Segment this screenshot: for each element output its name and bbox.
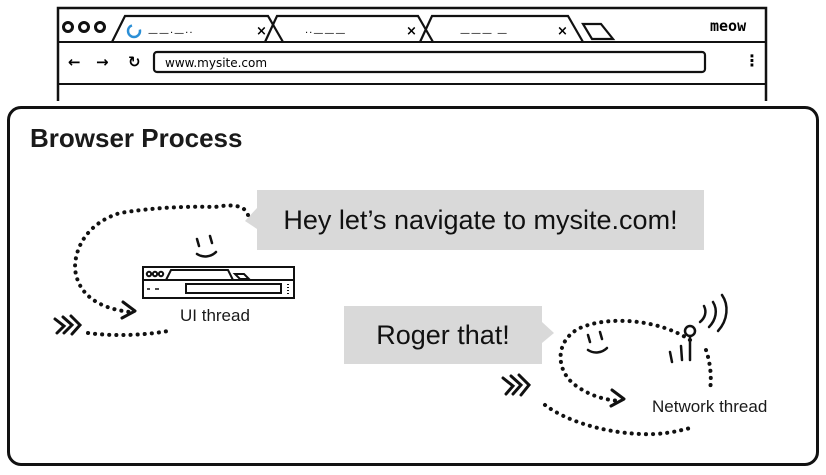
network-thread-face-icon: [586, 330, 609, 354]
address-bar-url[interactable]: www.mysite.com: [165, 56, 268, 70]
menu-kebab-icon[interactable]: ⋮: [744, 51, 760, 70]
new-tab-button: [581, 22, 616, 41]
address-bar: [152, 50, 707, 74]
maximize-window-icon: [94, 21, 106, 33]
window-controls: [62, 21, 106, 33]
tab-2-title[interactable]: ··———: [305, 28, 347, 39]
ui-thread-speech-bubble: Hey let’s navigate to mysite.com!: [257, 190, 704, 250]
wifi-signal-icon: [698, 293, 728, 333]
network-thread-message: Roger that!: [376, 319, 510, 350]
network-thread-speech-bubble: Roger that!: [344, 306, 542, 364]
ui-thread-label: UI thread: [180, 306, 250, 325]
network-bubble-tail: [542, 322, 554, 343]
back-icon[interactable]: ←: [68, 53, 81, 71]
ui-thread-message: Hey let’s navigate to mysite.com!: [283, 204, 678, 235]
minimize-window-icon: [78, 21, 90, 33]
network-thread-arrowhead-icon: [609, 388, 626, 408]
ui-thread-dotted-body: [72, 203, 250, 314]
network-thread-tail-dots: [543, 403, 692, 437]
tab-2-close-icon[interactable]: ×: [406, 24, 418, 39]
panel-title: Browser Process: [30, 123, 243, 153]
tab-3-title[interactable]: ——— —: [460, 28, 509, 39]
mini-browser-icon: [142, 266, 295, 299]
network-thread-side-dots: [704, 348, 713, 392]
loading-spinner-icon: [126, 23, 142, 39]
reload-icon[interactable]: ↻: [128, 53, 141, 71]
brand-label: meow: [710, 17, 747, 35]
network-thread-speed-lines-icon: [501, 373, 532, 397]
browser-frame: [56, 6, 768, 101]
close-window-icon: [62, 21, 74, 33]
tab-1-title[interactable]: ——·—··: [148, 28, 194, 39]
network-thread-dotted-body: [558, 318, 692, 403]
ui-bubble-tail: [245, 208, 257, 229]
ui-thread-arrowhead-icon: [120, 300, 137, 320]
ui-thread-speed-lines-icon: [53, 314, 83, 336]
tab-1: [111, 14, 284, 43]
network-thread-label: Network thread: [652, 397, 768, 416]
ui-thread-face-icon: [195, 234, 218, 258]
tab-1-close-icon[interactable]: ×: [256, 24, 268, 39]
antenna-icon: [668, 324, 697, 364]
browser-window: ——·—·· × ··——— × ——— — × meow ← → ↻ www.…: [0, 0, 826, 105]
forward-icon[interactable]: →: [96, 53, 109, 71]
tab-3: [419, 14, 584, 43]
ui-thread-tail-dots: [86, 329, 170, 338]
tab-3-close-icon[interactable]: ×: [557, 24, 569, 39]
